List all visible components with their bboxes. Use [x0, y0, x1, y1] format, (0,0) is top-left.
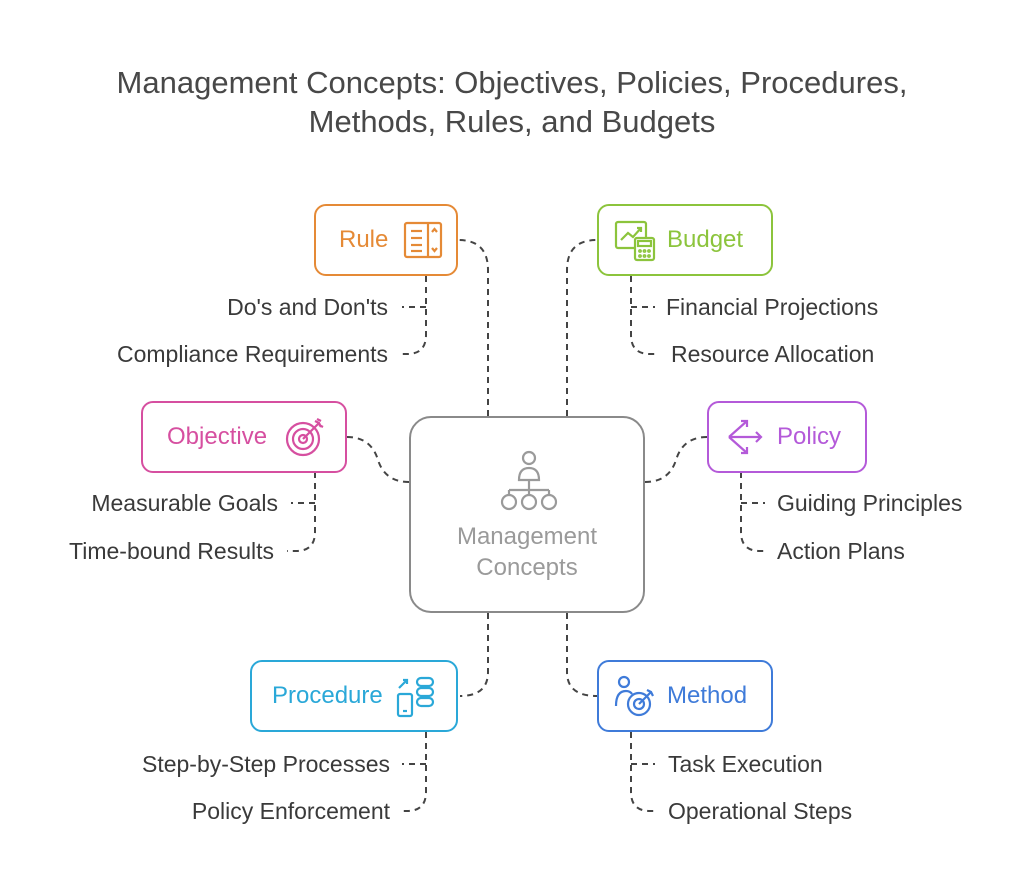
- connector-objective-items: [287, 472, 316, 552]
- rule-item-1: Do's and Don'ts: [227, 294, 388, 320]
- target-arrow-icon: [285, 418, 324, 457]
- center-label-line-1: Management: [456, 523, 598, 550]
- connector-center-policy: [644, 436, 708, 483]
- budget-label: Budget: [667, 226, 744, 253]
- objective-item-1: Measurable Goals: [91, 490, 278, 516]
- objective-label: Objective: [167, 423, 268, 450]
- connector-procedure-items: [399, 732, 427, 812]
- policy-node[interactable]: Policy: [707, 401, 867, 473]
- page-title-line-2: Methods, Rules, and Budgets: [308, 104, 716, 139]
- procedure-item-2: Policy Enforcement: [191, 798, 390, 824]
- connector-policy-items: [740, 472, 768, 552]
- budget-calculator-icon: [614, 220, 656, 262]
- connector-rule-items: [399, 276, 427, 355]
- rule-item-2: Compliance Requirements: [116, 341, 388, 367]
- method-label: Method: [667, 682, 748, 709]
- procedure-label: Procedure: [272, 682, 383, 709]
- connector-center-procedure: [459, 613, 489, 697]
- policy-arrows-icon: [728, 419, 763, 455]
- connector-budget-items: [630, 276, 658, 355]
- procedure-item-1: Step-by-Step Processes: [141, 751, 390, 777]
- objective-node[interactable]: Objective: [141, 401, 347, 473]
- rule-label: Rule: [339, 226, 389, 253]
- budget-item-1: Financial Projections: [666, 294, 879, 320]
- objective-item-2: Time-bound Results: [69, 538, 274, 564]
- policy-item-2: Action Plans: [777, 538, 905, 564]
- method-item-1: Task Execution: [668, 751, 823, 777]
- page-title-line-1: Management Concepts: Objectives, Policie…: [116, 65, 908, 100]
- budget-node[interactable]: Budget: [597, 204, 773, 276]
- connector-method-items: [630, 732, 658, 812]
- connector-center-budget: [566, 239, 598, 416]
- connector-center-method: [566, 613, 598, 697]
- center-label-line-2: Concepts: [476, 554, 578, 581]
- rule-node[interactable]: Rule: [314, 204, 458, 276]
- org-hierarchy-icon: [500, 450, 558, 511]
- center-node: Management Concepts: [409, 416, 645, 613]
- connector-center-rule: [457, 239, 489, 416]
- policy-item-1: Guiding Principles: [777, 490, 963, 516]
- procedure-node[interactable]: Procedure: [250, 660, 458, 732]
- procedure-device-icon: [396, 676, 434, 718]
- rule-list-icon: [404, 221, 443, 259]
- connector-center-objective: [346, 436, 410, 483]
- method-item-2: Operational Steps: [668, 798, 853, 824]
- policy-label: Policy: [777, 423, 842, 450]
- method-person-target-icon: [614, 675, 654, 717]
- budget-item-2: Resource Allocation: [671, 341, 875, 367]
- method-node[interactable]: Method: [597, 660, 773, 732]
